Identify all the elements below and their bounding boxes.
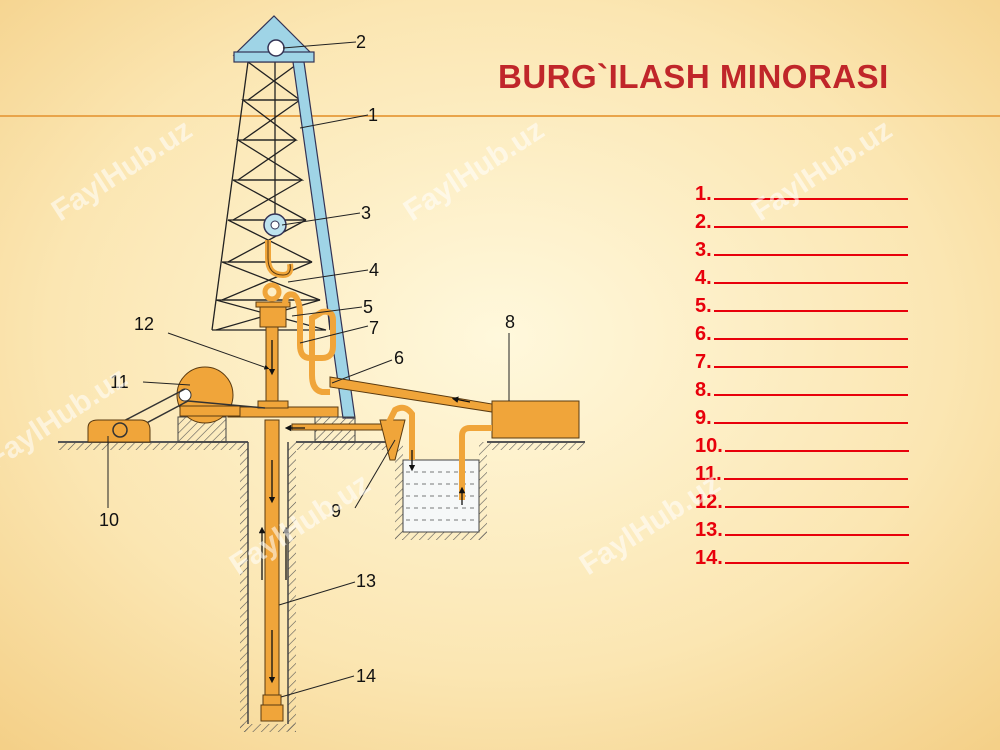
part-label: 13 <box>356 571 376 591</box>
answer-line[interactable]: 10. <box>695 432 909 460</box>
answer-number: 9. <box>695 407 712 429</box>
answer-number: 11. <box>695 463 722 485</box>
answer-number: 2. <box>695 211 712 233</box>
borehole <box>240 442 296 732</box>
traveling-block <box>263 213 287 237</box>
answer-number: 14. <box>695 547 723 569</box>
answer-number: 13. <box>695 519 723 541</box>
answer-line[interactable]: 1. <box>695 180 908 208</box>
rotary-hose <box>282 291 336 395</box>
answer-line[interactable]: 6. <box>695 320 908 348</box>
answer-number: 10. <box>695 435 723 457</box>
part-label: 4 <box>369 260 379 280</box>
answer-number: 8. <box>695 379 712 401</box>
mud-pump <box>491 400 580 439</box>
rotary-table <box>227 400 339 418</box>
drill-bit <box>260 694 284 722</box>
leader-lines <box>107 41 510 698</box>
watermark: FaylHub.uz <box>746 113 898 228</box>
answer-line[interactable]: 14. <box>695 544 909 572</box>
derrick-leg <box>292 61 356 419</box>
part-label: 6 <box>394 348 404 368</box>
drawworks <box>176 366 241 424</box>
flow-arrows <box>258 340 471 684</box>
watermark: FaylHub.uz <box>0 361 133 476</box>
return-line <box>291 404 415 461</box>
mud-pit <box>395 442 487 540</box>
discharge-line <box>329 376 493 413</box>
suction-pipe <box>459 425 492 500</box>
watermark: FaylHub.uz <box>46 113 198 228</box>
answer-number: 12. <box>695 491 723 513</box>
answer-line[interactable]: 11. <box>695 460 908 488</box>
answer-line[interactable]: 8. <box>695 376 908 404</box>
answer-number: 3. <box>695 239 712 261</box>
answer-number: 5. <box>695 295 712 317</box>
part-label: 7 <box>369 318 379 338</box>
part-label: 2 <box>356 32 366 52</box>
answer-line[interactable]: 13. <box>695 516 909 544</box>
answer-line[interactable]: 3. <box>695 236 908 264</box>
answer-line[interactable]: 4. <box>695 264 908 292</box>
watermark: FaylHub.uz <box>574 467 726 582</box>
part-label: 5 <box>363 297 373 317</box>
part-label: 11 <box>110 372 129 392</box>
swivel <box>255 282 291 328</box>
part-label: 3 <box>361 203 371 223</box>
part-label: 9 <box>331 501 341 521</box>
answer-line[interactable]: 2. <box>695 208 908 236</box>
answer-number: 4. <box>695 267 712 289</box>
ground <box>58 441 585 450</box>
answer-line[interactable]: 12. <box>695 488 909 516</box>
answer-line[interactable]: 7. <box>695 348 908 376</box>
crown-block <box>232 15 315 63</box>
part-label: 12 <box>134 314 154 334</box>
engine <box>87 419 151 443</box>
answer-line[interactable]: 9. <box>695 404 908 432</box>
part-label: 1 <box>368 105 378 125</box>
page-title: BURG`ILASH MINORASI <box>498 58 889 95</box>
answer-line[interactable]: 5. <box>695 292 908 320</box>
answer-number: 1. <box>695 183 712 205</box>
part-label: 14 <box>356 666 376 686</box>
part-label: 10 <box>99 510 119 530</box>
watermark: FaylHub.uz <box>398 113 550 228</box>
part-label: 8 <box>505 312 515 332</box>
answer-number: 6. <box>695 323 712 345</box>
answer-number: 7. <box>695 351 712 373</box>
